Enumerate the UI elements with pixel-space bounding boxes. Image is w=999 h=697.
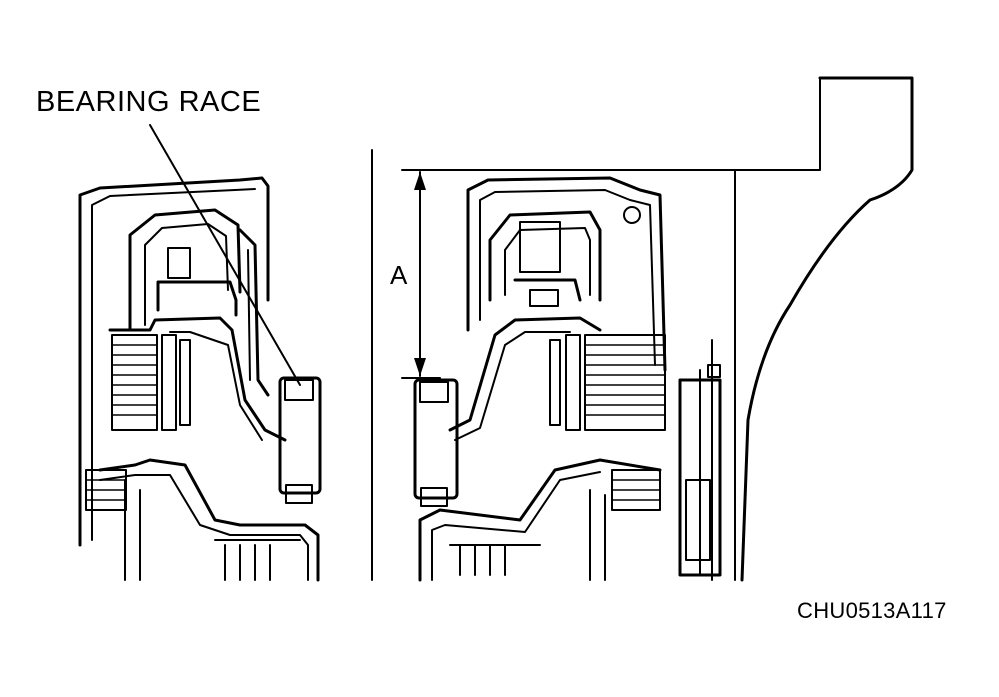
bearing-race [278,376,322,504]
transmission-case-outline [734,76,914,582]
bearing-race-leader-line [149,124,301,386]
right-clutch-assembly [413,176,722,582]
dimension-a-indicator [401,169,736,379]
bearing-race-label: BEARING RACE [36,86,262,118]
figure-code-label: CHU0513A117 [797,598,947,623]
left-clutch-plates [111,334,191,431]
right-clutch-plates [549,334,666,431]
dimension-a-label: A [390,260,408,290]
left-clutch-assembly [78,176,322,582]
